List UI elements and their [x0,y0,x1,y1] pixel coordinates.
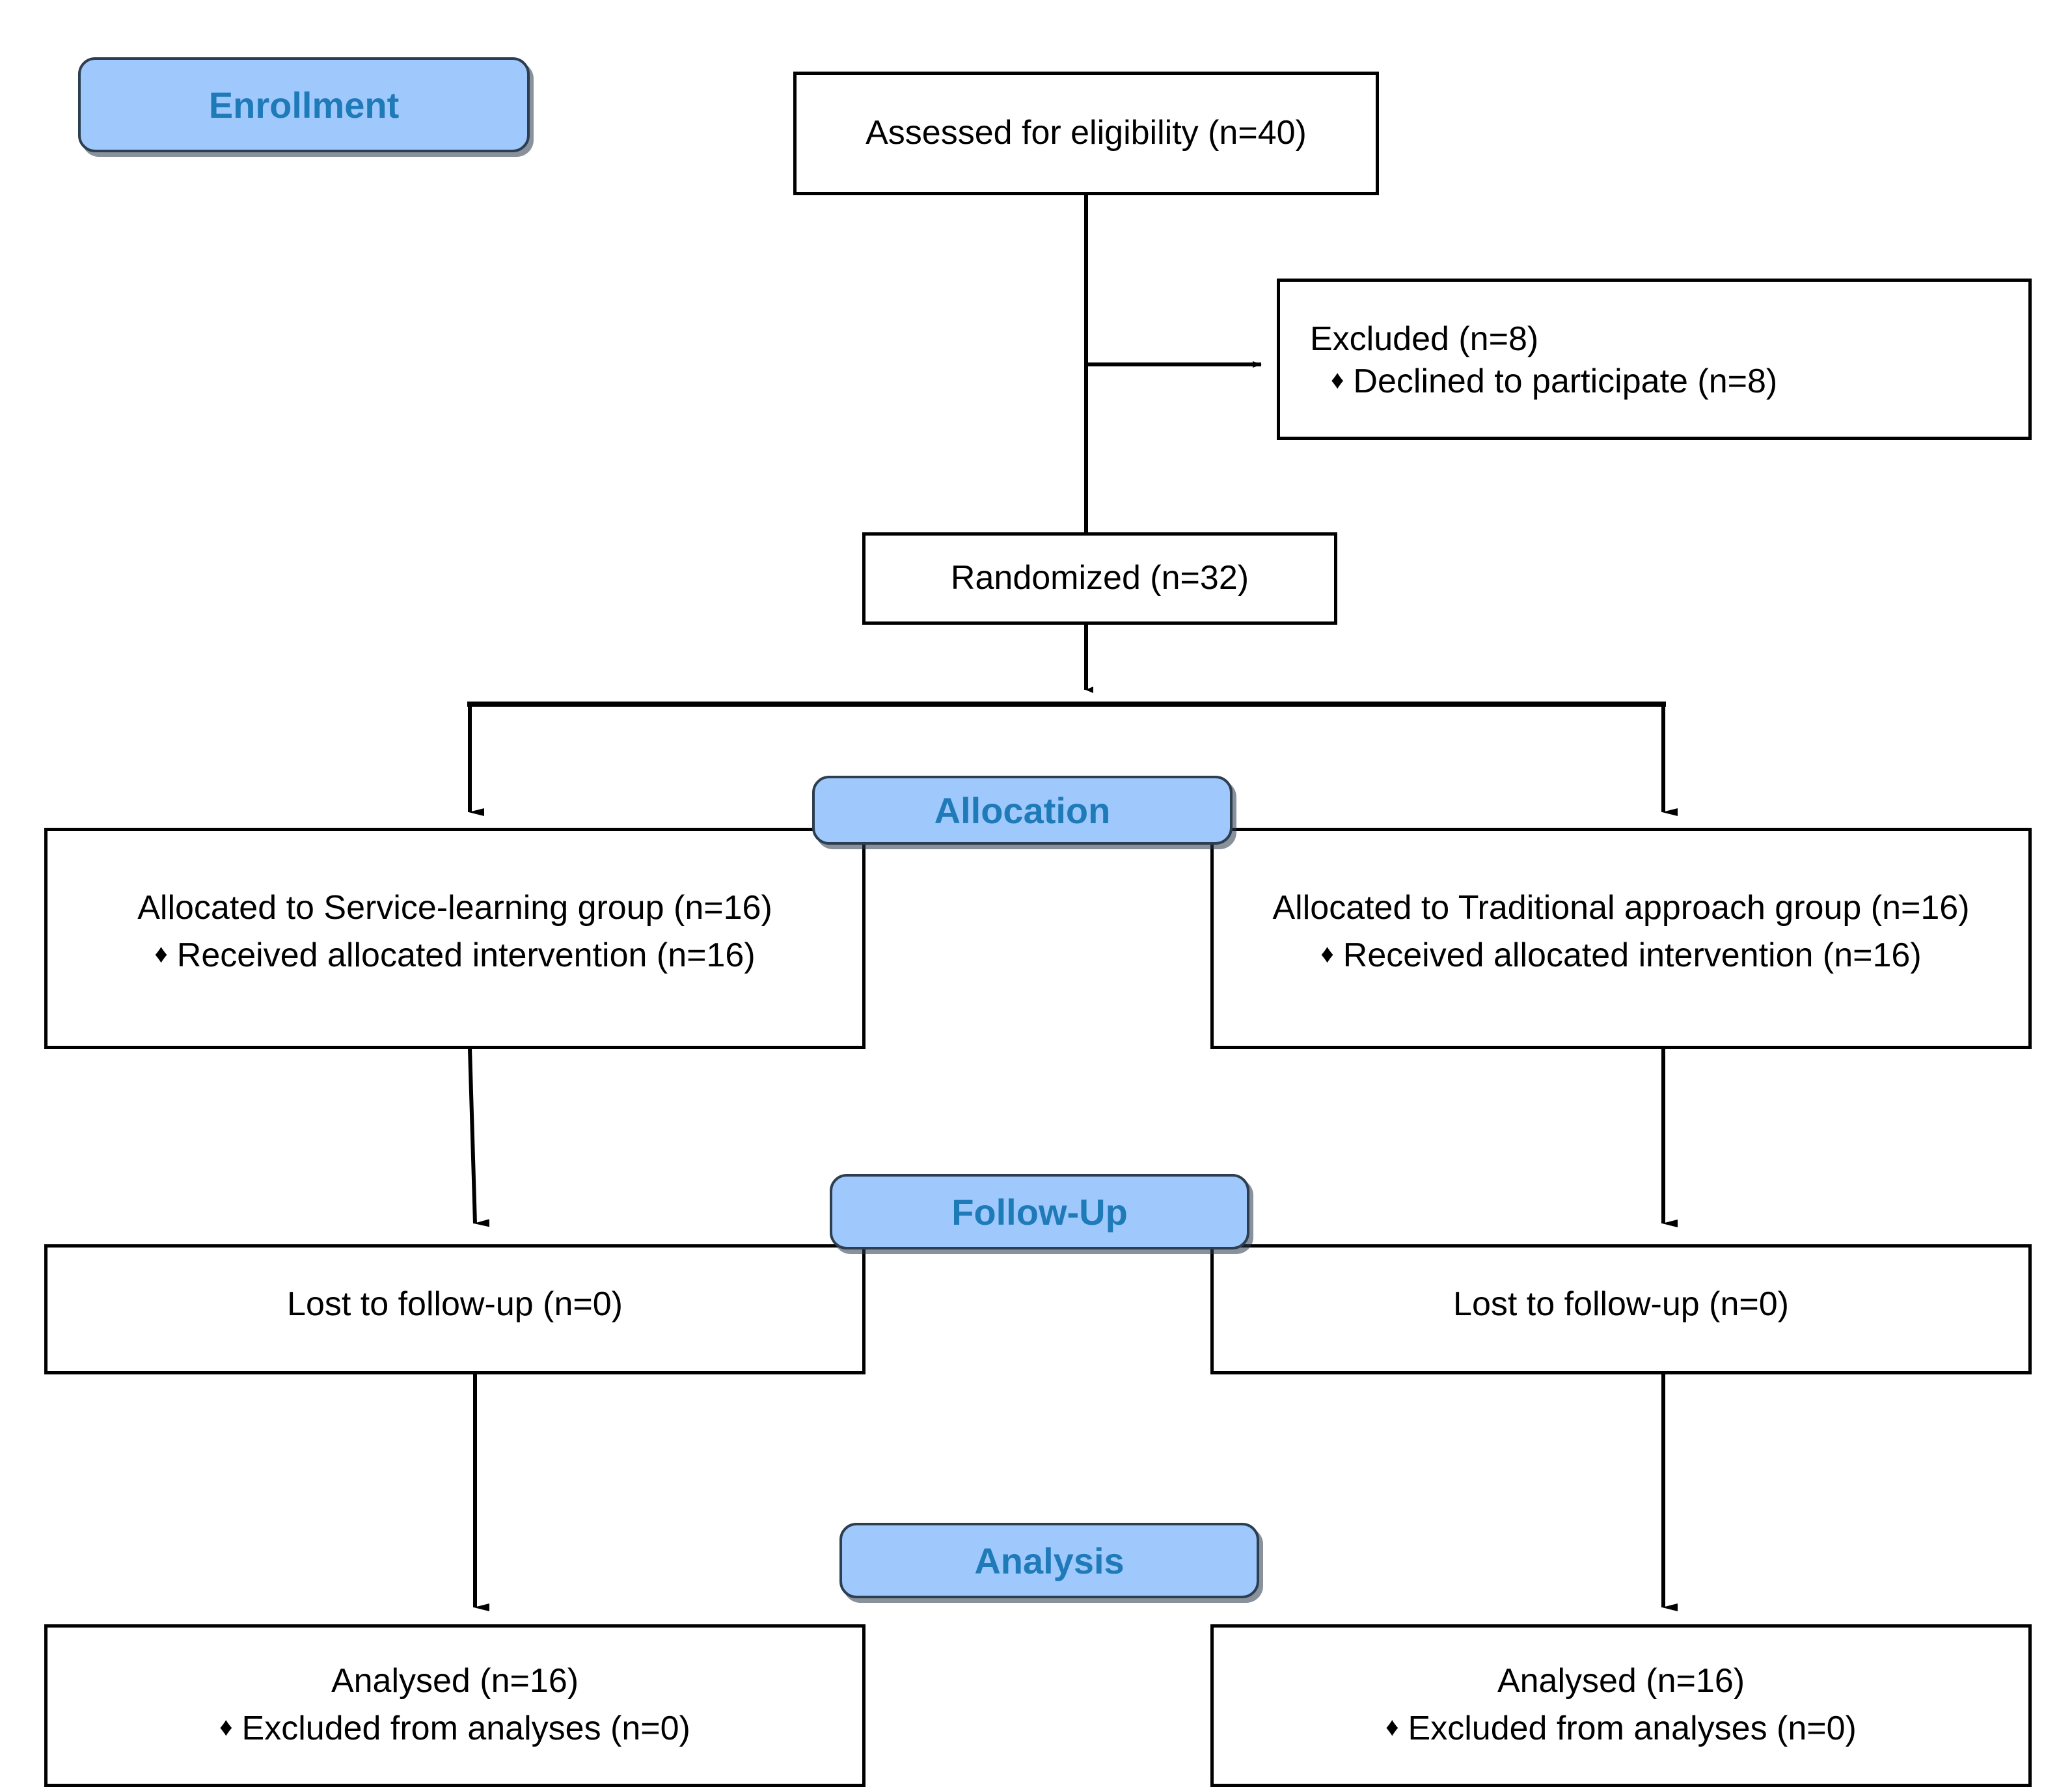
analysed-right-line-2: Excluded from analyses (n=0) [1408,1709,1857,1747]
connector-alloc-left-to-followup-left [468,1048,490,1227]
allocated-traditional-approach-box: Allocated to Traditional approach group … [1210,828,2032,1049]
stage-label-analysis: Analysis [974,1540,1125,1581]
stage-label-follow-up: Follow-Up [951,1191,1128,1233]
analysed-left-line-2: Excluded from analyses (n=0) [241,1709,690,1747]
analysed-left-line-1: Analysed (n=16) [331,1662,579,1700]
stage-label-allocation: Allocation [934,789,1111,831]
excluded-box: Excluded (n=8) ♦ Declined to participate… [1277,279,2032,440]
alloc-left-line-2: Received allocated intervention (n=16) [176,936,756,974]
stage-banner-enrollment: Enrollment [78,57,530,152]
alloc-right-line-1: Allocated to Traditional approach group … [1272,889,1970,927]
stage-banner-follow-up: Follow-Up [830,1174,1249,1249]
analysed-left-box: Analysed (n=16) ♦ Excluded from analyses… [44,1624,866,1787]
alloc-right-line-2: Received allocated intervention (n=16) [1343,936,1922,974]
stage-label-enrollment: Enrollment [208,84,400,126]
excluded-line-1: Excluded (n=8) [1310,320,1539,359]
followup-right-line-1: Lost to follow-up (n=0) [1453,1285,1789,1324]
alloc-left-line-1: Allocated to Service-learning group (n=1… [137,889,772,927]
diamond-bullet-icon: ♦ [1331,365,1344,394]
randomized-box: Randomized (n=32) [862,532,1337,625]
lost-to-follow-up-left-box: Lost to follow-up (n=0) [44,1244,866,1374]
diamond-bullet-icon: ♦ [219,1712,233,1741]
analysed-right-line-1: Analysed (n=16) [1497,1662,1745,1700]
lost-to-follow-up-right-box: Lost to follow-up (n=0) [1210,1244,2032,1374]
excluded-line-2: Declined to participate (n=8) [1353,362,1778,400]
diamond-bullet-icon: ♦ [1385,1712,1399,1741]
diamond-bullet-icon: ♦ [1320,939,1334,968]
diamond-bullet-icon: ♦ [154,939,168,968]
assessed-line-1: Assessed for eligibility (n=40) [866,114,1307,152]
allocated-service-learning-box: Allocated to Service-learning group (n=1… [44,828,866,1049]
assessed-for-eligibility-box: Assessed for eligibility (n=40) [793,72,1379,195]
followup-left-line-1: Lost to follow-up (n=0) [287,1285,623,1324]
analysed-right-box: Analysed (n=16) ♦ Excluded from analyses… [1210,1624,2032,1787]
stage-banner-analysis: Analysis [839,1523,1259,1598]
randomized-line-1: Randomized (n=32) [950,559,1249,597]
stage-banner-allocation: Allocation [812,776,1233,845]
